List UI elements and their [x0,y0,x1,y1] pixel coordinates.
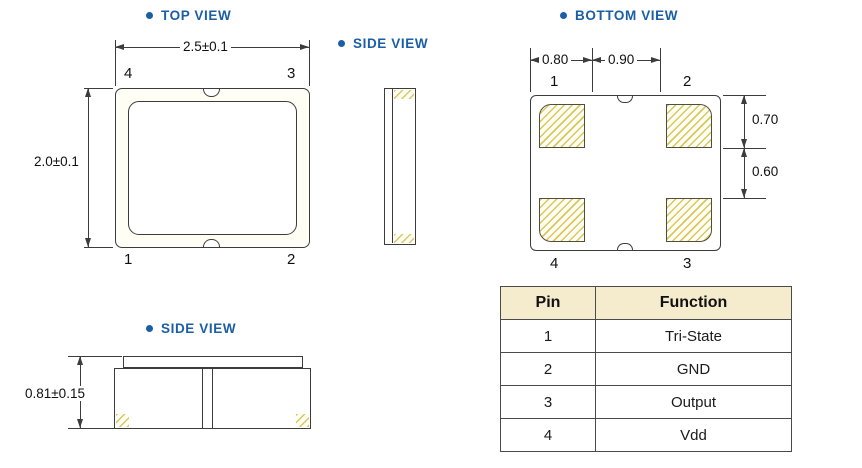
pin-function-cell: GND [595,352,792,386]
top-view-pin-2: 2 [287,251,296,268]
side-view-seam-line [212,369,214,428]
dimension-line [88,88,90,247]
bottom-view-label-text: BOTTOM VIEW [575,8,679,23]
extension-line [115,40,117,86]
top-view-cavity [128,101,297,235]
top-view-label: TOP VIEW [146,8,231,23]
pin-number-cell: 4 [500,418,596,452]
top-view-height-dimension: 2.0±0.1 [31,154,82,169]
pin-number-cell: 1 [500,319,596,353]
bottom-view-pad-height-dimension: 0.70 [749,112,782,127]
top-view-pin-3: 3 [287,65,296,82]
arrowhead-up-icon [741,148,747,157]
arrowhead-up-icon [85,88,91,97]
pad-1 [539,104,585,148]
extension-line [660,48,662,92]
bullet-icon [146,12,153,19]
dimension-line [744,95,746,148]
pin-function-cell: Tri-State [595,319,792,353]
top-view-label-text: TOP VIEW [161,8,232,23]
side-view-top-hatch [394,90,414,99]
extension-line [68,356,122,358]
side-view-lid [123,356,303,368]
arrowhead-left-icon [592,57,601,63]
extension-line [530,48,532,92]
arrowhead-down-icon [741,139,747,148]
pin-function-cell: Output [595,385,792,419]
pad-2 [666,104,712,148]
extension-line [309,40,311,86]
side-view-small-label-text: SIDE VIEW [353,36,429,51]
pad-3 [666,198,712,242]
side-view-small-label: SIDE VIEW [338,36,428,51]
arrowhead-left-icon [115,44,124,50]
castellation-hatch-right [296,414,309,427]
arrowhead-up-icon [77,356,83,365]
bottom-view-label: BOTTOM VIEW [560,8,678,23]
bullet-icon [338,40,345,47]
dimension-line [744,148,746,198]
side-view-vertical-body [384,88,416,245]
side-view-seam-line [202,369,204,428]
bullet-icon [146,325,153,332]
top-view-pin-1: 1 [124,251,133,268]
bottom-view-pin-2: 2 [683,73,692,90]
extension-line [84,88,113,90]
arrowhead-right-icon [300,44,309,50]
table-row: 3 Output [500,385,792,419]
pin-function-table: Pin Function 1 Tri-State 2 GND 3 Output … [500,286,792,452]
arrowhead-up-icon [741,95,747,104]
side-view-height-dimension: 0.81±0.15 [22,386,88,401]
bottom-edge-notch [617,243,633,250]
table-header-row: Pin Function [500,286,792,320]
extension-line [592,48,594,92]
pin-number-cell: 2 [500,352,596,386]
extension-line [84,247,113,249]
pin-column-header: Pin [500,286,596,320]
top-view-pin-4: 4 [124,65,133,82]
extension-line [723,198,766,200]
arrowhead-right-icon [583,57,592,63]
pad-4 [539,198,585,242]
side-view-large-label-text: SIDE VIEW [161,321,237,336]
arrowhead-down-icon [77,419,83,428]
side-view-seam-line [392,89,394,243]
arrowhead-right-icon [651,57,660,63]
arrowhead-down-icon [85,238,91,247]
table-row: 4 Vdd [500,418,792,452]
table-row: 1 Tri-State [500,319,792,353]
extension-line [68,428,114,430]
pin-number-cell: 3 [500,385,596,419]
bottom-view-pad-pitch-dimension: 0.90 [605,52,638,67]
table-row: 2 GND [500,352,792,386]
side-view-bottom-hatch [394,234,414,243]
castellation-hatch-left [116,414,129,427]
bottom-view-pad-gap-dimension: 0.60 [749,164,782,179]
arrowhead-left-icon [530,57,539,63]
function-column-header: Function [595,286,792,320]
side-view-large-label: SIDE VIEW [146,321,236,336]
arrowhead-down-icon [741,189,747,198]
pin-function-cell: Vdd [595,418,792,452]
bottom-edge-notch [203,239,220,247]
top-view-width-dimension: 2.5±0.1 [180,39,231,54]
bullet-icon [560,12,567,19]
bottom-view-pin-3: 3 [683,255,692,272]
bottom-view-pin-4: 4 [550,255,559,272]
bottom-view-pin-1: 1 [550,73,559,90]
bottom-view-pad-width-dimension: 0.80 [539,52,572,67]
